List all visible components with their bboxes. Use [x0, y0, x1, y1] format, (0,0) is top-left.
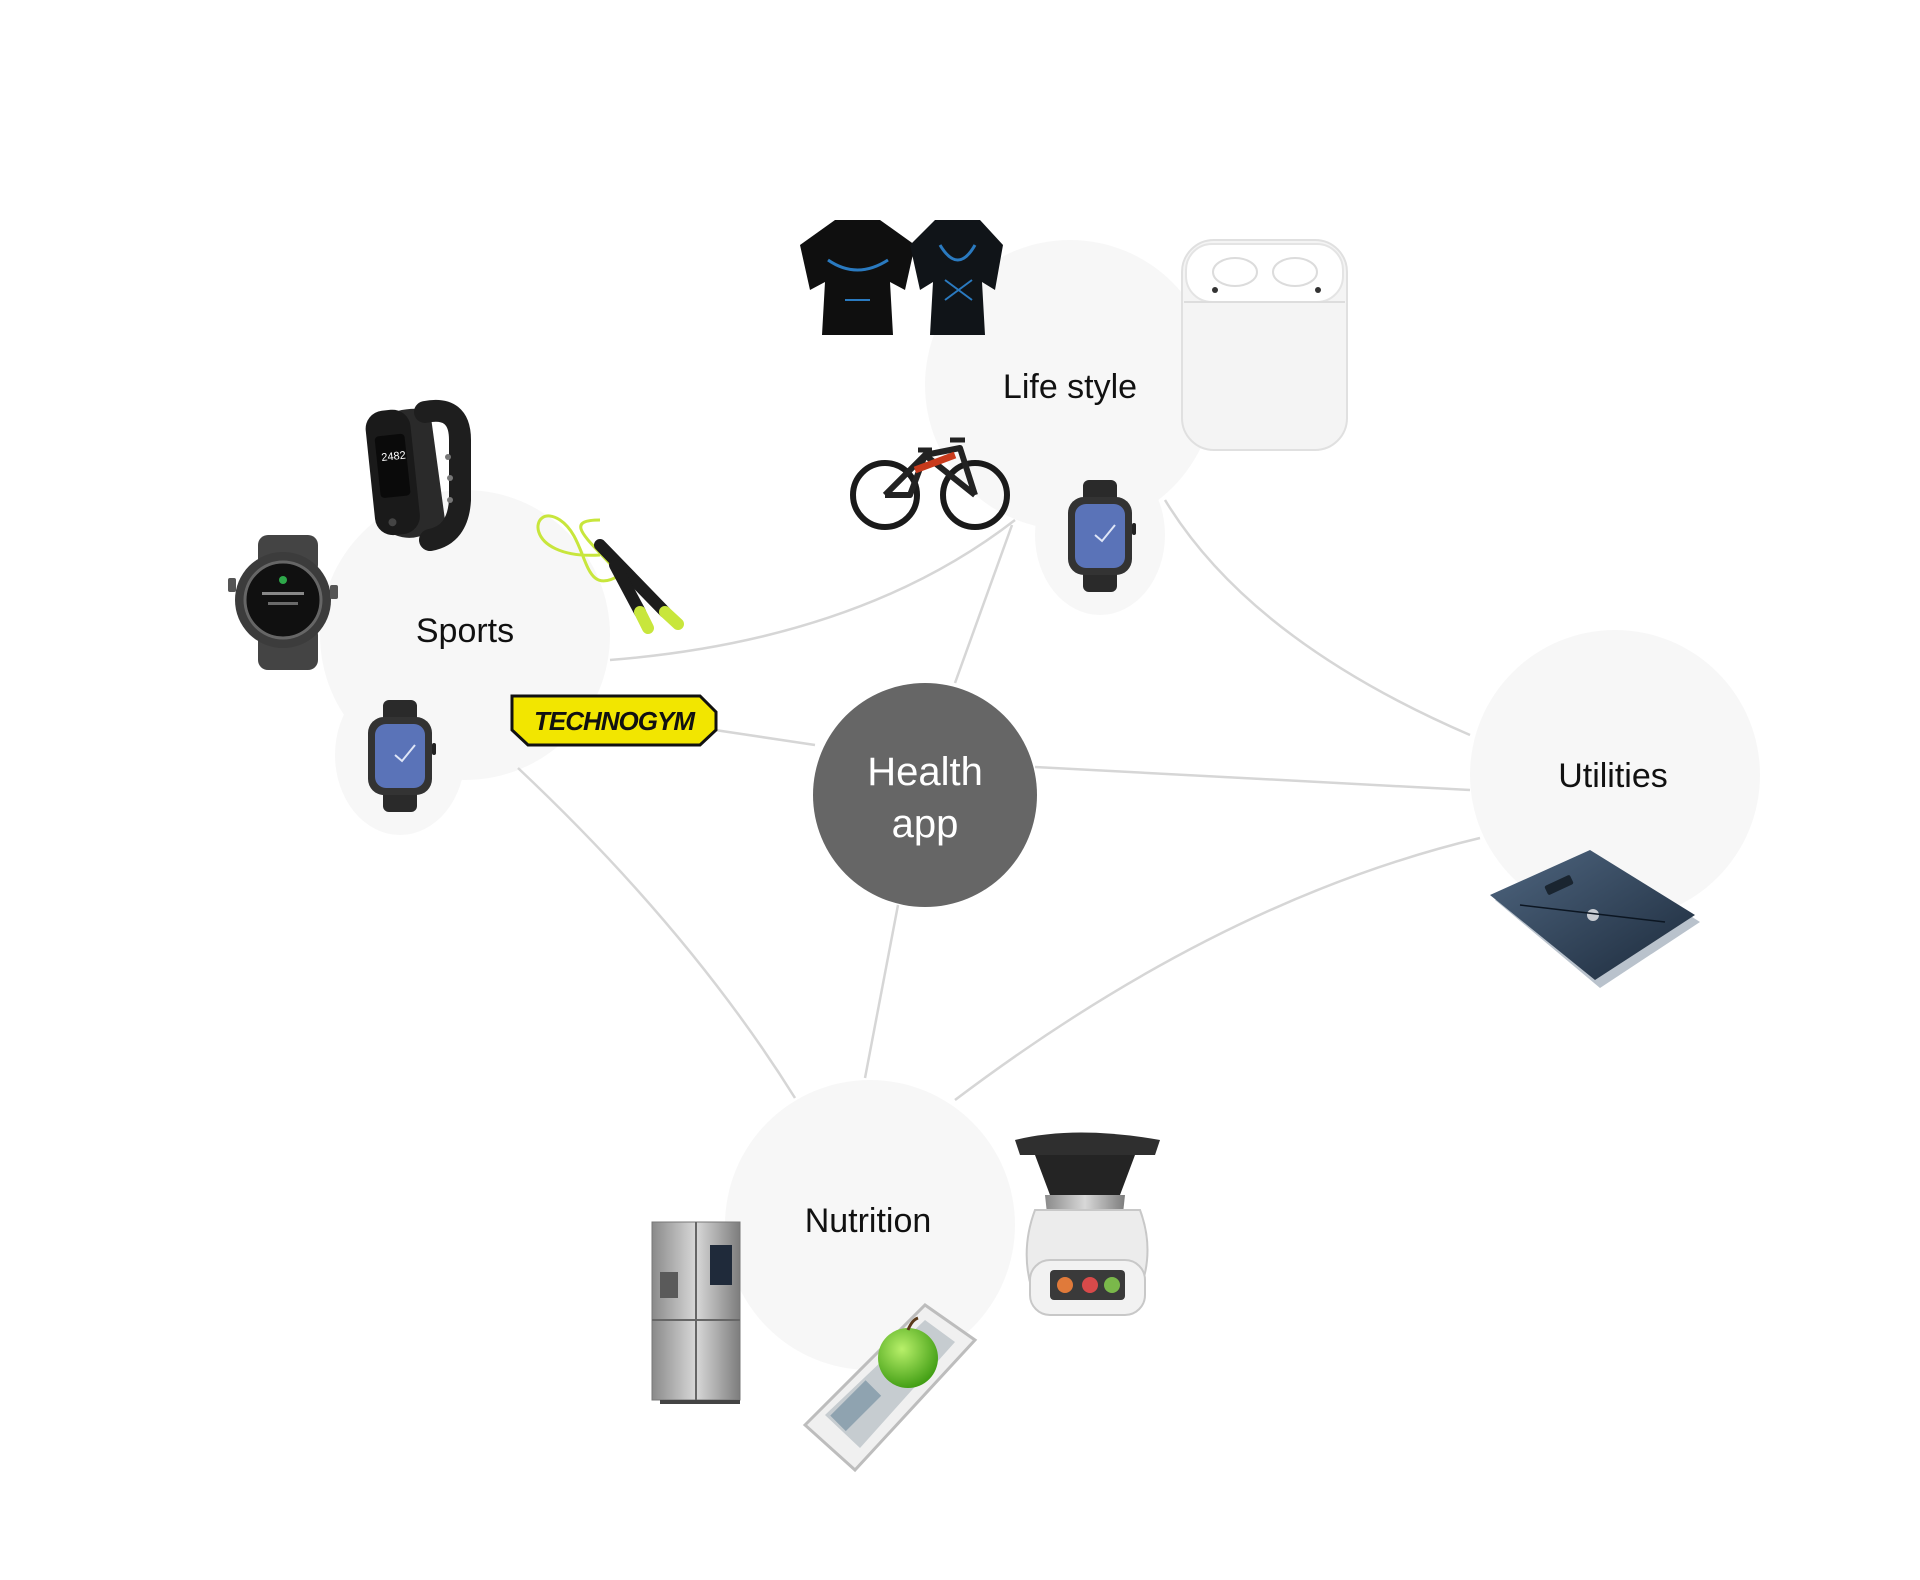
connector-hub-nutrition [863, 904, 900, 1079]
sports-label[interactable]: Sports [416, 612, 514, 650]
utilities-label[interactable]: Utilities [1558, 757, 1668, 795]
kitchen-scale-image [802, 1303, 978, 1473]
category-bubbles [320, 240, 1760, 1370]
lifestyle-smartwatch-image [1068, 480, 1136, 592]
nutrition-bubble [725, 1080, 1015, 1370]
jump-rope-image [536, 514, 684, 634]
health-app-hub[interactable]: Health app [813, 683, 1037, 907]
connectors [517, 499, 1481, 1101]
connector-sports-lifestyle [609, 519, 1016, 662]
lifestyle-bubble [925, 240, 1215, 530]
connector-hub-lifestyle [953, 524, 1014, 684]
technogym-logo: TECHNOGYM [510, 694, 718, 747]
hub-label-line1: Health [867, 750, 983, 794]
lifestyle-label[interactable]: Life style [1003, 368, 1137, 406]
compression-shirts-image [800, 220, 1003, 335]
connector-utilities-nutrition [954, 836, 1481, 1101]
utilities-bubble [1470, 630, 1760, 920]
hub-label-line2: app [892, 802, 959, 846]
fitness-band-image: 2482 [365, 399, 471, 551]
connector-hub-utilities [1034, 765, 1471, 792]
ebike-image [850, 437, 1010, 530]
sports-smartwatch-image [368, 700, 436, 812]
hub-circle [813, 683, 1037, 907]
fitness-band-display: 2482 [381, 450, 407, 464]
smart-scale-image [1490, 850, 1700, 988]
food-processor-image [1015, 1132, 1160, 1316]
connector-hub-sports [714, 728, 816, 747]
connector-sports-nutrition [517, 767, 797, 1099]
earbuds-case-image [1181, 239, 1348, 451]
smart-fridge-image [651, 1221, 741, 1404]
technogym-logo-text: TECHNOGYM [534, 706, 696, 736]
running-watch-image [228, 535, 338, 670]
connector-lifestyle-utilities [1163, 499, 1471, 737]
nutrition-label[interactable]: Nutrition [805, 1202, 932, 1240]
